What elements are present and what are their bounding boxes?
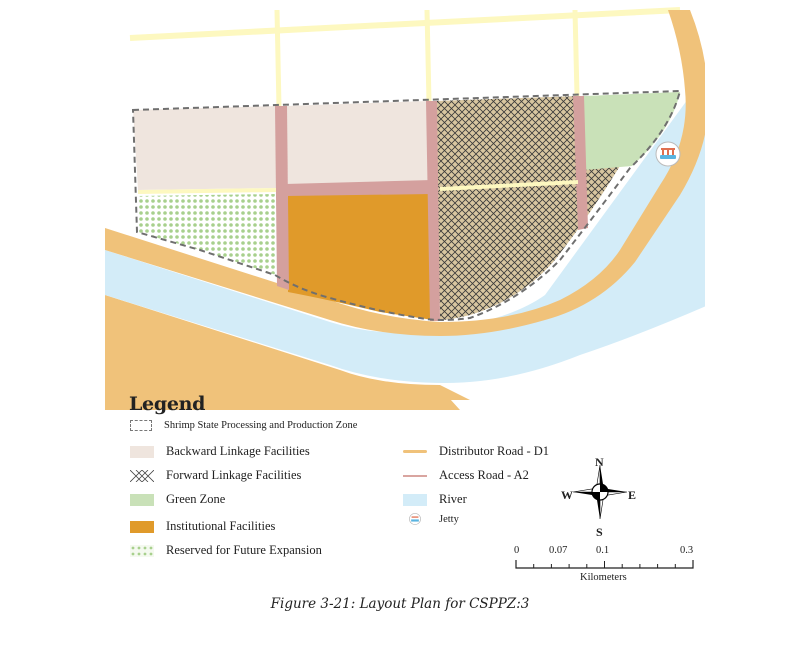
legend-label: Shrimp State Processing and Production Z… bbox=[164, 420, 358, 431]
jetty-legend-icon bbox=[409, 513, 421, 525]
backward-linkage-east bbox=[286, 101, 428, 185]
legend-label: Backward Linkage Facilities bbox=[166, 444, 310, 458]
crosshatch-swatch bbox=[130, 469, 154, 482]
scale-bar bbox=[515, 560, 694, 569]
compass-east-label: E bbox=[628, 488, 637, 502]
access-road-swatch bbox=[403, 474, 427, 477]
scale-tick-0: 0 bbox=[514, 545, 520, 556]
scale-tick-007: 0.07 bbox=[549, 545, 568, 556]
institutional-swatch bbox=[130, 520, 154, 533]
scale-tick-03: 0.3 bbox=[680, 545, 694, 556]
zone-boundary bbox=[131, 89, 682, 321]
backward-linkage-west bbox=[133, 106, 276, 190]
legend-item-distributor-road: Distributor Road - D1 bbox=[403, 444, 549, 459]
backward-linkage-swatch bbox=[130, 445, 154, 458]
dots-swatch bbox=[130, 544, 154, 557]
legend-item-river: River bbox=[403, 492, 467, 507]
legend-label: Access Road - A2 bbox=[439, 468, 529, 482]
legend-label: River bbox=[439, 492, 467, 506]
legend-item-zone-boundary: Shrimp State Processing and Production Z… bbox=[130, 420, 357, 431]
compass-north-label: N bbox=[595, 455, 604, 469]
compass-rose-icon bbox=[572, 464, 628, 520]
legend-item-forward-linkage: Forward Linkage Facilities bbox=[130, 468, 301, 483]
layout-map bbox=[105, 7, 705, 410]
compass-west-label: W bbox=[561, 488, 573, 502]
jetty-icon[interactable] bbox=[655, 141, 681, 167]
dashed-boundary-swatch bbox=[130, 420, 152, 431]
legend-label: Distributor Road - D1 bbox=[439, 444, 550, 458]
green-zone bbox=[584, 92, 680, 170]
river-swatch bbox=[403, 493, 427, 506]
legend-label: Institutional Facilities bbox=[166, 519, 276, 533]
legend-label: Green Zone bbox=[166, 492, 226, 506]
reserved-expansion bbox=[137, 194, 276, 275]
figure-caption: Figure 3-21: Layout Plan for CSPPZ:3 bbox=[270, 596, 530, 612]
green-zone-swatch bbox=[130, 493, 154, 506]
distributor-road-swatch bbox=[403, 450, 427, 453]
forward-linkage-facilities bbox=[436, 96, 620, 320]
legend-item-institutional: Institutional Facilities bbox=[130, 519, 275, 534]
legend-label: Jetty bbox=[439, 513, 459, 525]
river bbox=[105, 75, 705, 370]
institutional-facilities bbox=[288, 192, 433, 320]
scale-tick-01: 0.1 bbox=[596, 545, 610, 556]
compass-south-label: S bbox=[596, 525, 603, 539]
access-roads bbox=[275, 96, 588, 321]
legend-title: Legend bbox=[129, 393, 206, 415]
legend-item-jetty: Jetty bbox=[403, 513, 459, 525]
legend-label: Forward Linkage Facilities bbox=[166, 468, 302, 482]
local-roads bbox=[129, 7, 681, 109]
legend-item-access-road: Access Road - A2 bbox=[403, 468, 529, 483]
legend-label: Reserved for Future Expansion bbox=[166, 543, 322, 557]
legend-item-green-zone: Green Zone bbox=[130, 492, 225, 507]
legend-item-reserved: Reserved for Future Expansion bbox=[130, 543, 322, 558]
legend-item-backward-linkage: Backward Linkage Facilities bbox=[130, 444, 310, 459]
scale-unit-label: Kilometers bbox=[580, 572, 627, 583]
